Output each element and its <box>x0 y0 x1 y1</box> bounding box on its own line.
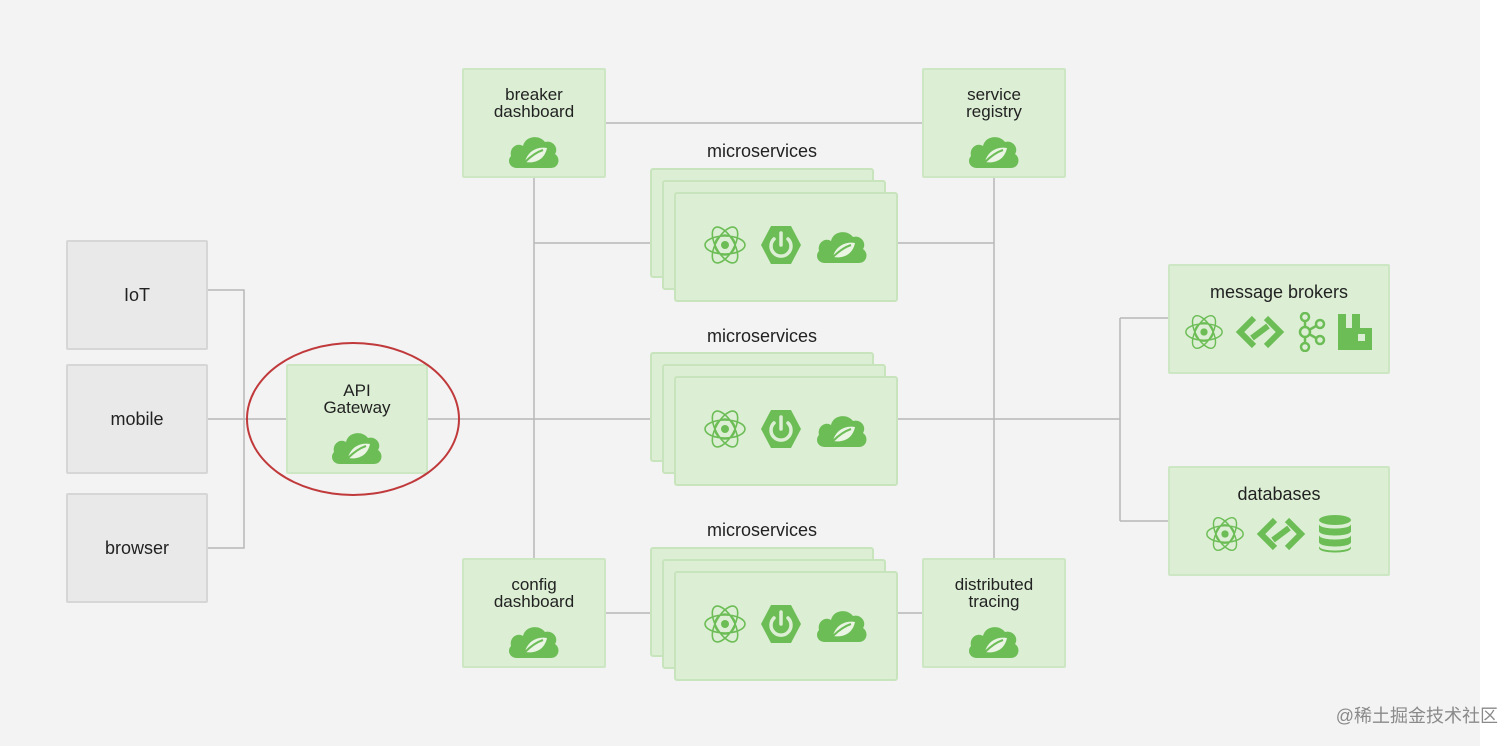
client-browser-label: browser <box>104 537 170 558</box>
client-mobile-label: mobile <box>110 408 164 429</box>
database-icon <box>1317 514 1353 559</box>
service-card-front <box>674 571 898 681</box>
atom-icon <box>1184 312 1224 357</box>
service-registry-label: service registry <box>966 85 1022 121</box>
microservices-title-1: microservices <box>706 141 817 161</box>
client-browser: browser <box>66 493 208 603</box>
distributed-tracing-node: distributed tracing <box>922 558 1066 668</box>
integration-icon <box>1255 514 1307 559</box>
spring-cloud-icon <box>815 409 869 454</box>
client-mobile: mobile <box>66 364 208 474</box>
config-dashboard-label: config dashboard <box>493 575 575 611</box>
watermark: @稀土掘金技术社区 <box>1335 706 1498 726</box>
rabbitmq-icon <box>1336 312 1374 357</box>
spring-boot-icon <box>759 407 803 456</box>
spring-cloud-icon <box>507 130 561 175</box>
breaker-dashboard-label: breaker dashboard <box>493 85 575 121</box>
spring-boot-icon <box>759 602 803 651</box>
breaker-dashboard-node: breaker dashboard <box>462 68 606 178</box>
service-registry-node: service registry <box>922 68 1066 178</box>
spring-cloud-icon <box>967 620 1021 665</box>
config-dashboard-node: config dashboard <box>462 558 606 668</box>
microservices-stack-3 <box>650 547 900 687</box>
databases-icons <box>1170 514 1388 559</box>
message-brokers-node: message brokers <box>1168 264 1390 374</box>
spring-cloud-icon <box>967 130 1021 175</box>
databases-node: databases <box>1168 466 1390 576</box>
microservices-title-2: microservices <box>706 326 817 346</box>
microservices-stack-1 <box>650 168 900 308</box>
message-brokers-label: message brokers <box>1209 282 1349 302</box>
distributed-tracing-label: distributed tracing <box>954 575 1034 611</box>
message-brokers-icons <box>1170 311 1388 357</box>
databases-label: databases <box>1237 484 1321 504</box>
highlight-circle <box>246 342 460 496</box>
spring-cloud-icon <box>815 225 869 270</box>
client-iot: IoT <box>66 240 208 350</box>
integration-icon <box>1234 312 1286 357</box>
client-iot-label: IoT <box>123 284 150 305</box>
spring-boot-icon <box>759 223 803 272</box>
service-card-front <box>674 192 898 302</box>
service-card-front <box>674 376 898 486</box>
spring-cloud-icon <box>815 604 869 649</box>
atom-icon <box>703 602 747 651</box>
atom-icon <box>703 407 747 456</box>
kafka-icon <box>1296 311 1326 357</box>
spring-cloud-icon <box>507 620 561 665</box>
atom-icon <box>1205 514 1245 559</box>
microservices-title-3: microservices <box>706 520 817 540</box>
microservices-stack-2 <box>650 352 900 492</box>
atom-icon <box>703 223 747 272</box>
